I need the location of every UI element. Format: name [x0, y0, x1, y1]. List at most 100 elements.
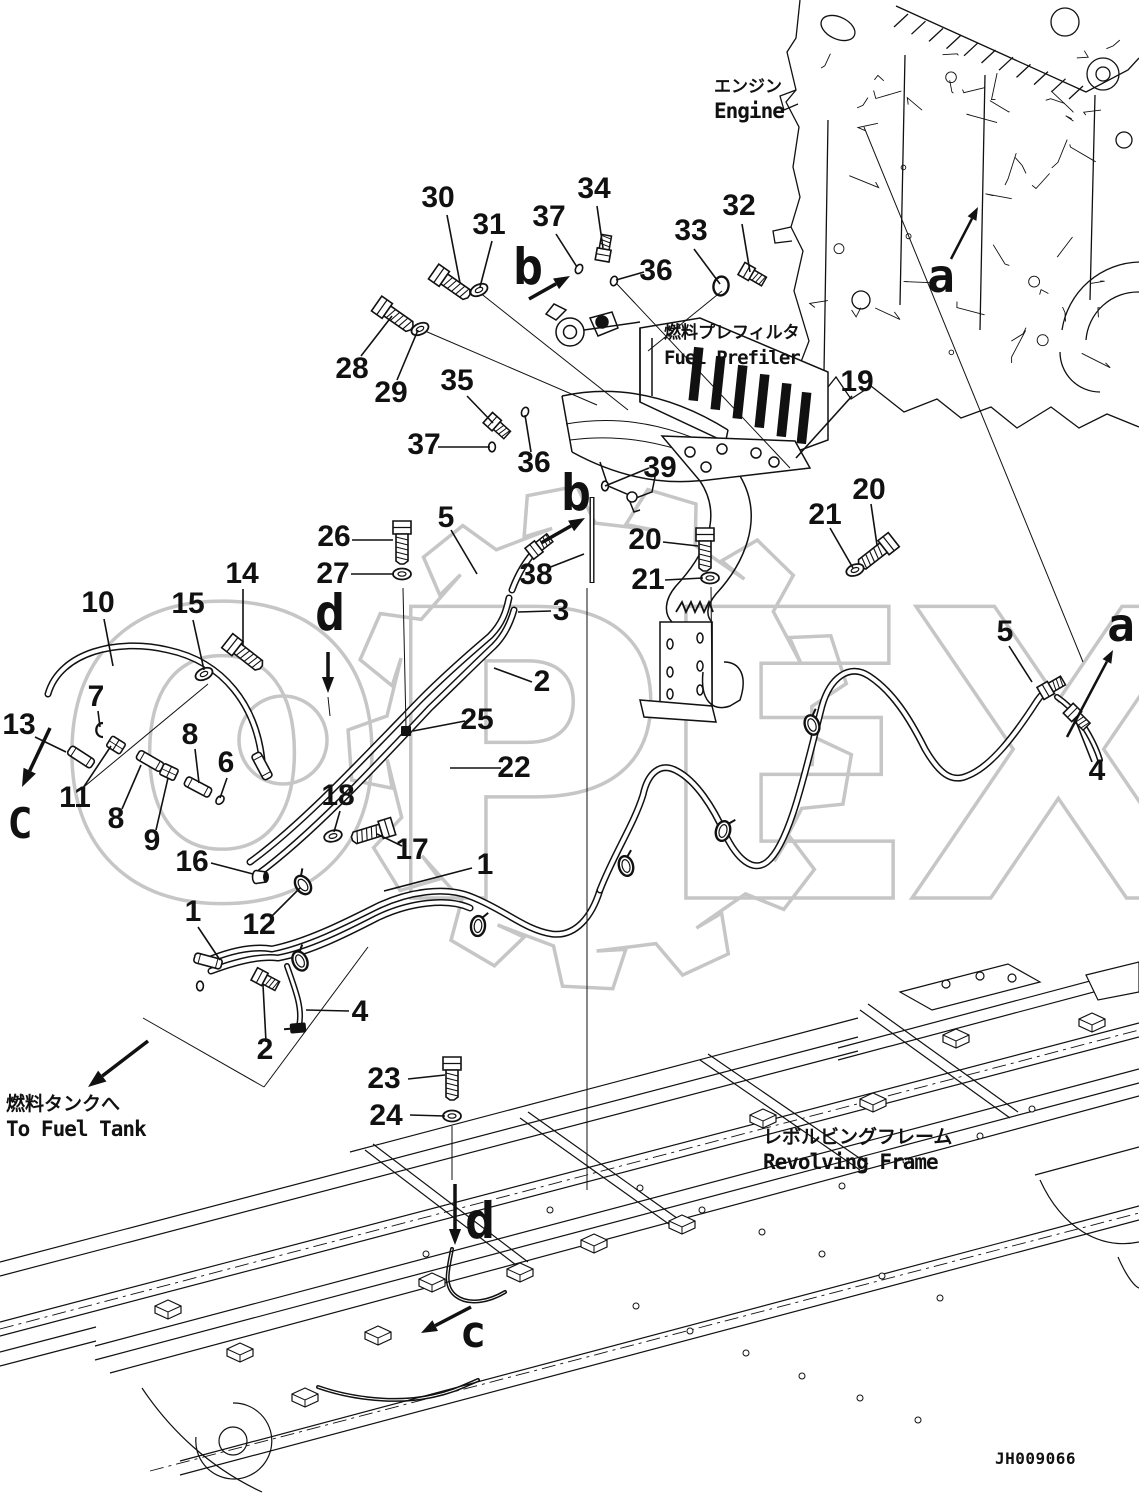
- engine-hatch-line: [1033, 71, 1049, 86]
- projection-line: [710, 586, 713, 695]
- callout-number: 3: [553, 594, 570, 627]
- engine-detail: [1031, 173, 1050, 190]
- callout-number: 10: [81, 586, 114, 619]
- leader-line: [219, 777, 228, 799]
- engine-detail: [1082, 109, 1102, 116]
- leader-line: [446, 214, 461, 284]
- callout-number: 5: [438, 501, 455, 534]
- pin-part: [195, 980, 205, 992]
- frame-mount-block: [580, 1233, 608, 1254]
- callout-number: 6: [218, 746, 235, 779]
- hose-core: [285, 964, 302, 1028]
- projection-line: [615, 282, 791, 469]
- callout-number: 38: [519, 558, 552, 591]
- frame-bolt-hole: [976, 1132, 984, 1140]
- engine-detail: [820, 53, 831, 69]
- leader-line: [524, 414, 532, 453]
- engine-illustration: [772, 0, 1139, 429]
- leader-line: [192, 619, 205, 671]
- callout-number: 35: [440, 364, 473, 397]
- callout-number: 20: [852, 473, 885, 506]
- leader-line: [210, 862, 254, 875]
- engine-hatch-line: [1016, 63, 1031, 78]
- leader-line: [396, 329, 419, 381]
- callout-number: 23: [367, 1062, 400, 1095]
- frame-bolt-hole: [838, 1182, 846, 1190]
- engine-detail: [1050, 90, 1074, 113]
- view-marker-label: b: [513, 238, 543, 296]
- frame-bolt-hole: [742, 1349, 750, 1357]
- callout-number: 4: [1089, 754, 1106, 787]
- leader-line: [517, 610, 552, 613]
- callout-number: 37: [532, 200, 565, 233]
- engine-detail: [1004, 153, 1017, 186]
- oring-part: [710, 274, 732, 298]
- leader-line: [412, 720, 466, 732]
- engine-detail: [856, 122, 878, 132]
- callout-number: 8: [108, 802, 125, 835]
- watermark-gear-icon: [346, 484, 854, 991]
- callout-number: 36: [517, 446, 550, 479]
- engine-detail: [1076, 50, 1089, 59]
- frame-mount-block: [154, 1299, 182, 1320]
- bolt-part: [427, 263, 475, 305]
- hose-core: [256, 608, 516, 876]
- engine-detail: [1069, 144, 1096, 163]
- callout-number: 32: [722, 189, 755, 222]
- frame-mount-block: [1078, 1012, 1106, 1033]
- callout-number: 8: [182, 718, 199, 751]
- view-arrow-head: [22, 767, 36, 787]
- leader-line: [376, 833, 403, 847]
- leader-line: [870, 503, 878, 546]
- callout-number: 17: [395, 833, 428, 866]
- engine-detail: [1036, 334, 1049, 347]
- engine-detail: [1081, 352, 1111, 369]
- engine-detail: [942, 53, 959, 56]
- engine-detail: [1014, 157, 1027, 174]
- callout-number: 11: [59, 781, 91, 814]
- projection-line: [84, 683, 209, 787]
- leader-line: [604, 467, 650, 487]
- frame-bolt-hole: [698, 1206, 706, 1214]
- callout-number: 39: [643, 451, 676, 484]
- section-label-en-engine: Engine: [714, 99, 784, 123]
- frame-bolt-hole: [818, 1250, 826, 1258]
- view-marker-label: b: [561, 464, 591, 522]
- leader-line: [1008, 645, 1033, 683]
- engine-detail: [1056, 236, 1073, 258]
- frame-bolt-hole: [856, 1394, 864, 1402]
- view-arrow-shaft: [28, 727, 52, 772]
- callout-number: 22: [497, 751, 530, 784]
- callout-number: 34: [577, 172, 611, 205]
- frame-bolt-hole: [758, 1228, 766, 1236]
- view-arrow-head: [88, 1070, 107, 1087]
- engine-detail: [875, 307, 901, 320]
- engine-detail: [990, 73, 998, 101]
- mounting-bracket-illustration: [639, 435, 812, 723]
- engine-hatch-line: [893, 13, 909, 28]
- callout-number: 2: [257, 1033, 274, 1066]
- projection-line: [142, 1017, 265, 1088]
- leader-line: [383, 867, 473, 892]
- engine-detail: [1051, 139, 1068, 169]
- callout-number: 9: [144, 824, 161, 857]
- callout-number: 5: [997, 615, 1014, 648]
- engine-detail: [851, 307, 862, 318]
- leader-line: [333, 810, 341, 833]
- bolt-part: [392, 520, 412, 565]
- engine-hatch-line: [1051, 78, 1066, 93]
- engine-hatch-line: [1068, 85, 1084, 100]
- engine-detail: [948, 349, 955, 356]
- callout-number: 36: [639, 254, 672, 287]
- leader-line: [662, 541, 699, 547]
- frame-bolt-hole: [636, 1184, 644, 1192]
- elbow-part: [594, 233, 615, 263]
- hose-outline: [445, 1247, 507, 1304]
- view-marker-label: c: [460, 1307, 487, 1358]
- engine-hatch-line: [963, 42, 979, 57]
- callout-number: 29: [374, 376, 407, 409]
- engine-detail: [900, 164, 907, 171]
- leader-line: [121, 764, 142, 810]
- engine-detail: [905, 233, 912, 240]
